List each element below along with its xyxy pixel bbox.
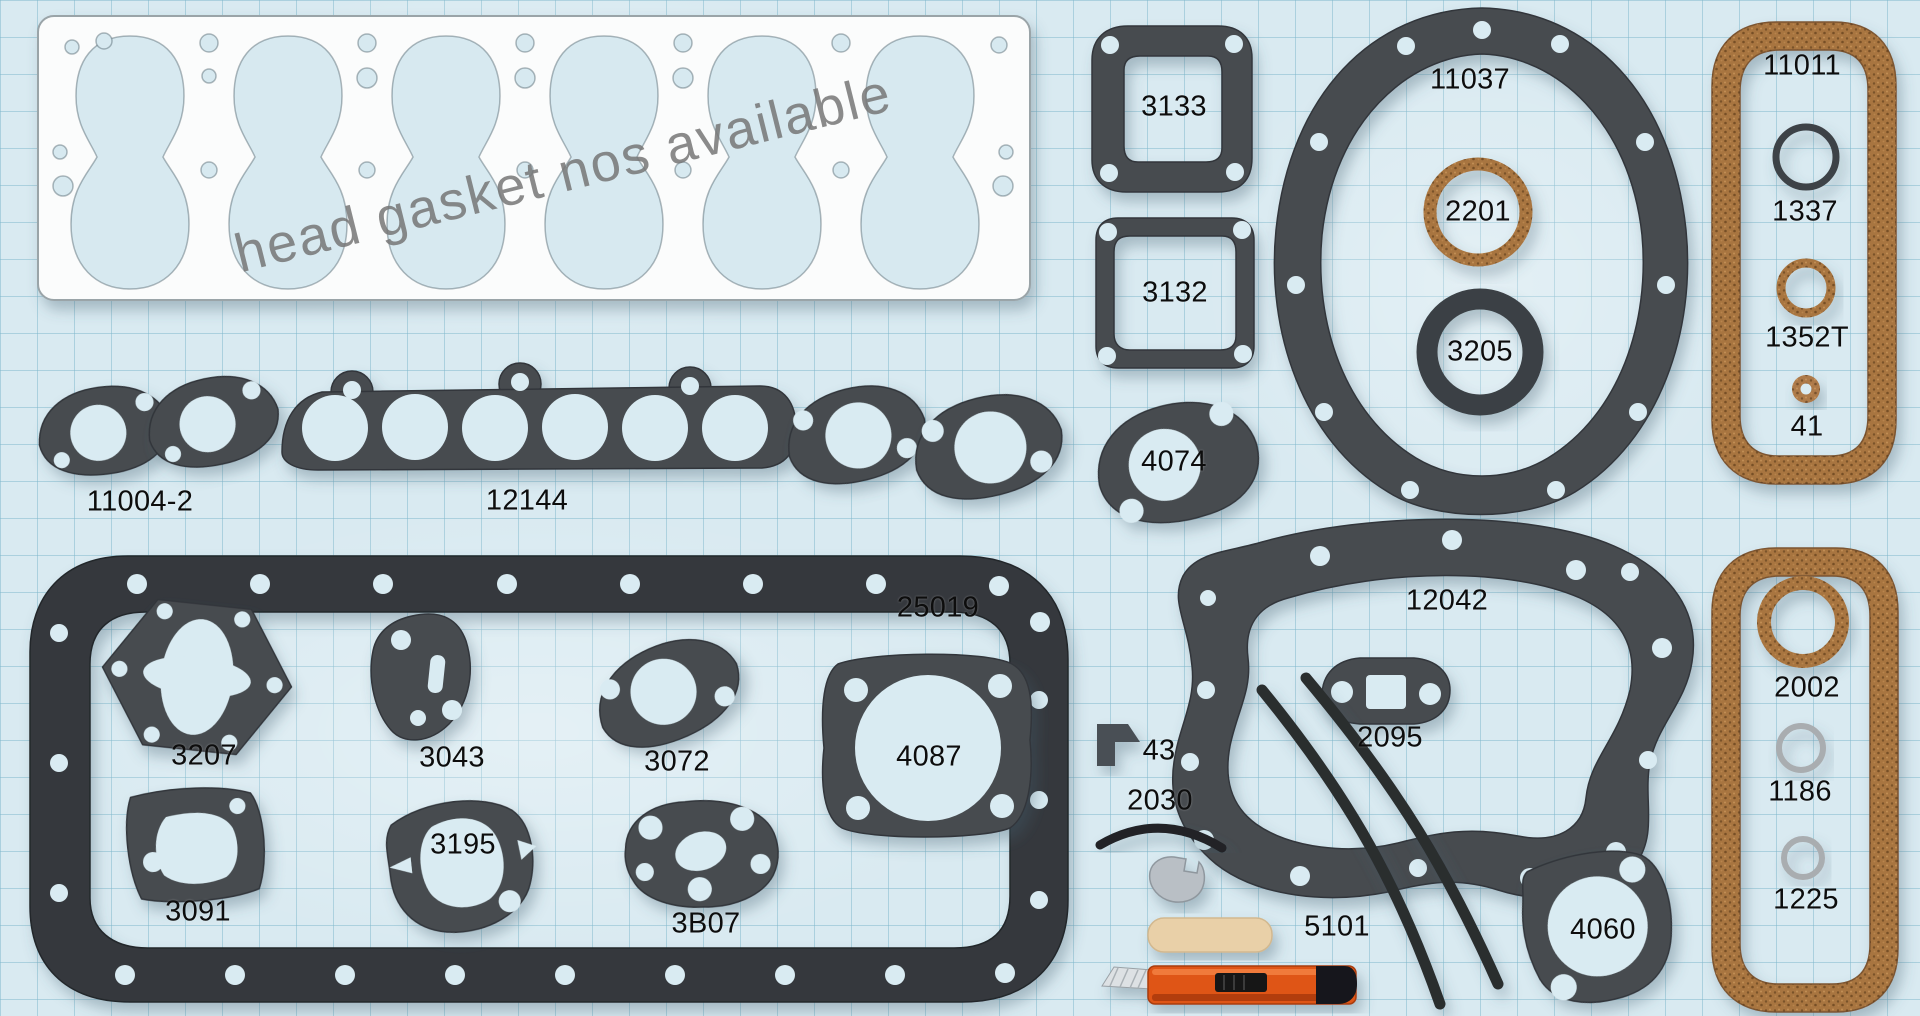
square-gasket-3132 [1095, 217, 1255, 369]
outlet-gasket-2095 [1321, 657, 1451, 725]
part-label-11011: 11011 [1763, 49, 1841, 82]
exhaust-flange-gasket-d [915, 394, 1063, 500]
part-label-3132: 3132 [1142, 276, 1208, 309]
part-label-25019: 25019 [896, 591, 980, 624]
gasket-3b07 [624, 799, 779, 908]
cork-ring-2002 [1757, 576, 1849, 668]
head-gasket-bolt-holes [52, 32, 1014, 197]
fuel-pump-gasket-3043 [370, 613, 472, 741]
ring-1337 [1772, 123, 1840, 191]
flange-gasket-4060 [1521, 850, 1673, 1004]
part-label-5101: 5101 [1304, 910, 1370, 943]
knife-blade [1101, 966, 1153, 990]
part-label-1352T: 1352T [1765, 321, 1849, 354]
exhaust-flange-gasket-b [148, 375, 279, 468]
part-label-2201: 2201 [1445, 195, 1511, 228]
cork-valve-cover-gasket-11011 [1711, 21, 1897, 485]
part-label-11004-2: 11004-2 [86, 485, 194, 518]
part-label-3195: 3195 [430, 828, 496, 861]
knife-slider [1215, 973, 1267, 992]
head-gasket [37, 15, 1031, 301]
part-label-3133: 3133 [1141, 90, 1207, 123]
cylinder-openings [70, 35, 980, 290]
part-label-1225: 1225 [1773, 883, 1839, 916]
timing-cover-gasket-11037 [1273, 7, 1689, 516]
part-label-3091: 3091 [165, 895, 231, 928]
utility-knife [1101, 965, 1357, 1005]
flange-gasket-3072 [599, 638, 740, 748]
part-label-1337: 1337 [1772, 195, 1838, 228]
cork-side-cover-gasket [1711, 547, 1899, 1013]
part-label-2002: 2002 [1774, 671, 1840, 704]
metal-clip [1148, 856, 1206, 903]
part-label-3205: 3205 [1447, 335, 1513, 368]
oil-pump-gasket-3207 [101, 598, 293, 756]
part-label-3043: 3043 [419, 741, 485, 774]
part-label-4074: 4074 [1141, 445, 1207, 478]
manifold-gasket-12144 [281, 362, 797, 471]
exhaust-flange-gasket-c [788, 385, 926, 485]
part-label-12144: 12144 [485, 484, 569, 517]
part-label-1186: 1186 [1768, 775, 1832, 808]
cork-ring-2201 [1423, 157, 1533, 267]
cork-ring-1352t [1776, 258, 1836, 318]
square-gasket-3133 [1091, 25, 1253, 193]
part-label-4060: 4060 [1570, 913, 1636, 946]
carb-gasket-3195 [385, 800, 537, 933]
arc-strip-2030 [1095, 823, 1227, 853]
part-label-11037: 11037 [1430, 63, 1510, 96]
ring-1225 [1781, 836, 1825, 880]
flange-gasket-4074 [1097, 401, 1260, 524]
oil-pan-bolt-holes [50, 574, 1050, 985]
carb-gasket-3091 [125, 787, 266, 903]
part-label-4087: 4087 [896, 740, 962, 773]
part-label-41: 41 [1790, 410, 1824, 443]
part-label-2095: 2095 [1357, 721, 1423, 754]
elbow-piece-43 [1097, 724, 1140, 766]
oil-pan-gasket-25019 [29, 555, 1069, 1003]
part-label-3207: 3207 [171, 739, 237, 772]
packing-strips-5101 [1256, 672, 1504, 1010]
sanding-stick [1147, 917, 1273, 953]
knife-end-cap [1316, 966, 1357, 1004]
part-label-2030: 2030 [1127, 784, 1193, 817]
ring-1186 [1776, 723, 1826, 773]
seal-ring-3205 [1416, 288, 1544, 416]
cork-washer-41 [1792, 375, 1820, 403]
part-label-43: 43 [1142, 734, 1176, 767]
cover-gasket-4087 [821, 653, 1033, 838]
part-label-3B07: 3B07 [671, 907, 741, 940]
part-label-3072: 3072 [644, 745, 710, 778]
part-label-12042: 12042 [1405, 584, 1489, 617]
